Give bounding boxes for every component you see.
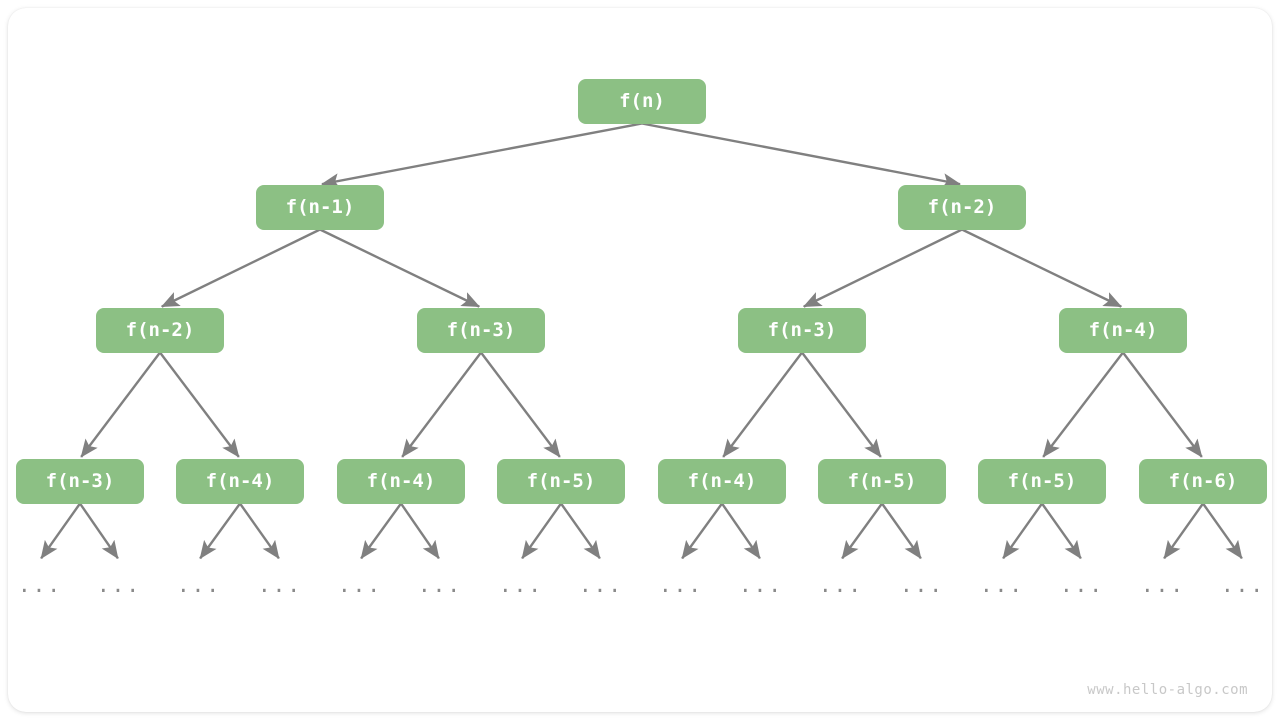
tree-node-n6: f(n-4) [1059,307,1187,353]
tree-node-n7: f(n-3) [16,458,144,504]
tree-node-n0: f(n) [578,78,706,124]
tree-node-n1: f(n-1) [256,184,384,230]
ellipsis-marker: ... [177,573,221,597]
ellipsis-marker: ... [338,573,382,597]
ellipsis-marker: ... [1141,573,1185,597]
ellipsis-marker: ... [739,573,783,597]
tree-node-n8: f(n-4) [176,458,304,504]
tree-node-n3: f(n-2) [96,307,224,353]
ellipsis-marker: ... [579,573,623,597]
tree-node-n9: f(n-4) [337,458,465,504]
ellipsis-marker: ... [499,573,543,597]
ellipsis-marker: ... [1221,573,1265,597]
tree-node-n12: f(n-5) [818,458,946,504]
ellipsis-marker: ... [1060,573,1104,597]
ellipsis-marker: ... [418,573,462,597]
tree-node-n10: f(n-5) [497,458,625,504]
ellipsis-marker: ... [819,573,863,597]
watermark: www.hello-algo.com [1087,682,1248,698]
ellipsis-marker: ... [18,573,62,597]
ellipsis-marker: ... [258,573,302,597]
tree-node-n4: f(n-3) [417,307,545,353]
tree-node-n5: f(n-3) [738,307,866,353]
tree-node-n2: f(n-2) [898,184,1026,230]
tree-node-n14: f(n-6) [1139,458,1267,504]
tree-node-n13: f(n-5) [978,458,1106,504]
ellipsis-marker: ... [659,573,703,597]
tree-node-n11: f(n-4) [658,458,786,504]
ellipsis-marker: ... [980,573,1024,597]
ellipsis-marker: ... [900,573,944,597]
ellipsis-marker: ... [97,573,141,597]
